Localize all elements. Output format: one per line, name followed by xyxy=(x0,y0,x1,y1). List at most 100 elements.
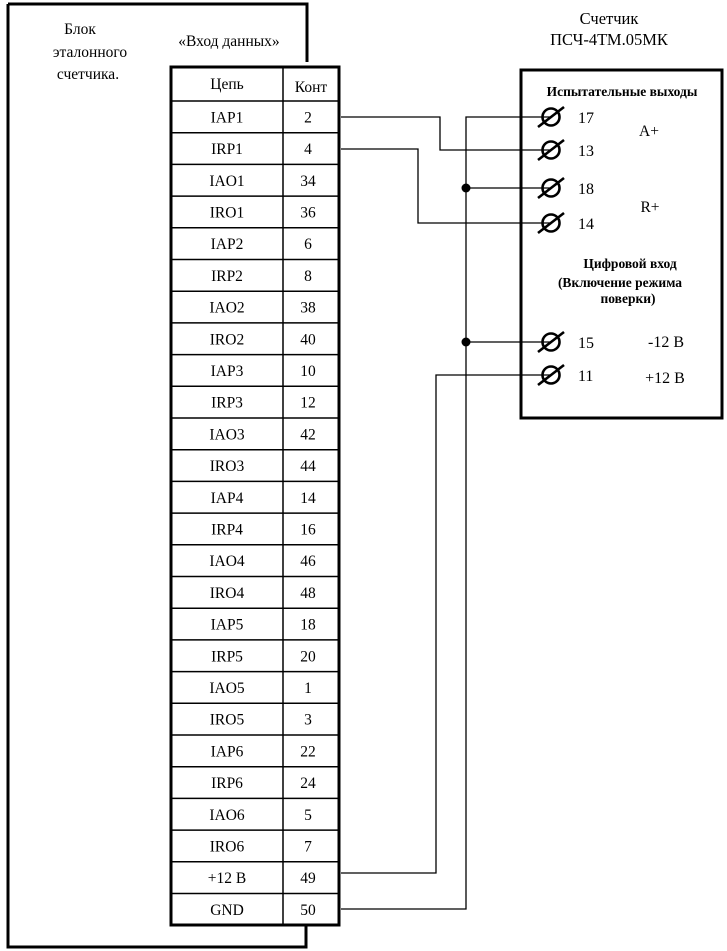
contact-cell: 20 xyxy=(300,648,316,665)
label-plus-12v: +12 В xyxy=(645,370,685,387)
circuit-cell: IRP5 xyxy=(211,648,243,665)
header-circuit: Цепь xyxy=(210,76,243,93)
table-row: IAP6 22 xyxy=(211,743,316,760)
table-row: IRO6 7 xyxy=(210,838,312,855)
terminal-number: 18 xyxy=(578,181,594,198)
label-r-plus: R+ xyxy=(640,199,659,216)
reference-title-line-2: эталонного xyxy=(53,44,127,61)
header-contact: Конт xyxy=(295,79,328,96)
terminal-number: 11 xyxy=(578,368,593,385)
circuit-cell: IAP3 xyxy=(211,363,244,380)
contact-cell: 34 xyxy=(300,173,316,190)
test-outputs-label: Испытательные выходы xyxy=(547,84,698,99)
table-row: IAP1 2 xyxy=(211,109,312,126)
contact-cell: 8 xyxy=(304,268,312,285)
contact-cell: 1 xyxy=(304,680,312,697)
wire-pin4-to-terminal14 xyxy=(341,148,551,224)
digital-input-line-1: Цифровой вход xyxy=(583,256,677,271)
contact-cell: 3 xyxy=(304,712,312,729)
contact-cell: 6 xyxy=(304,236,312,253)
terminal-number: 17 xyxy=(578,110,594,127)
wire-pin50-ground-bus xyxy=(341,116,551,910)
circuit-cell: IAP6 xyxy=(211,743,244,760)
terminal-number: 15 xyxy=(578,335,594,352)
table-row: IRO4 48 xyxy=(210,585,316,602)
circuit-cell: IRO6 xyxy=(210,838,245,855)
circuit-cell: IAO4 xyxy=(209,553,245,570)
contact-cell: 38 xyxy=(300,300,316,317)
contact-cell: 10 xyxy=(300,363,316,380)
table-row: IRP1 4 xyxy=(211,141,312,158)
table-row: IRP5 20 xyxy=(211,648,316,665)
contact-cell: 50 xyxy=(300,902,316,919)
label-minus-12v: -12 В xyxy=(648,334,684,351)
circuit-cell: IAP5 xyxy=(211,617,244,634)
circuit-cell: IRO5 xyxy=(210,712,245,729)
reference-title-line-3: счетчика. xyxy=(57,66,119,83)
reference-title-line-1: Блок xyxy=(64,21,96,38)
meter-title: Счетчик ПСЧ-4ТМ.05МК xyxy=(550,9,669,49)
contact-cell: 24 xyxy=(300,775,316,792)
contact-cell: 18 xyxy=(300,617,316,634)
contact-cell: 22 xyxy=(300,743,316,760)
circuit-cell: IRP4 xyxy=(211,521,243,538)
circuit-cell: IAP1 xyxy=(211,109,244,126)
circuit-cell: IAO5 xyxy=(209,680,245,697)
table-row: IAO2 38 xyxy=(209,300,316,317)
junction-dot-15 xyxy=(461,337,471,347)
contact-cell: 14 xyxy=(300,490,316,507)
contact-cell: 44 xyxy=(300,458,316,475)
contact-cell: 42 xyxy=(300,426,316,443)
reference-block-outline xyxy=(6,2,309,949)
contact-cell: 2 xyxy=(304,109,312,126)
contact-cell: 7 xyxy=(304,838,312,855)
table-row: IAP3 10 xyxy=(211,363,316,380)
contact-cell: 5 xyxy=(304,807,312,824)
table-row: IRO1 36 xyxy=(210,204,316,221)
digital-input-label: Цифровой вход (Включение режима поверки) xyxy=(558,256,682,306)
junction-dot-18 xyxy=(461,183,471,193)
circuit-cell: IRO1 xyxy=(210,204,244,221)
terminal-number: 14 xyxy=(578,216,594,233)
circuit-cell: IAO1 xyxy=(209,173,244,190)
contact-cell: 16 xyxy=(300,521,316,538)
table-row: IAP5 18 xyxy=(211,617,316,634)
table-row: IRP4 16 xyxy=(211,521,316,538)
meter-title-line-2: ПСЧ-4ТМ.05МК xyxy=(550,30,669,49)
circuit-cell: IAP4 xyxy=(211,490,244,507)
table-row: IAO1 34 xyxy=(209,173,316,190)
meter-box xyxy=(519,68,724,420)
contact-cell: 40 xyxy=(300,331,316,348)
label-a-plus: A+ xyxy=(639,123,659,140)
circuit-cell: IAO2 xyxy=(209,300,244,317)
table-row: IAP4 14 xyxy=(211,490,316,507)
table-row: IRO5 3 xyxy=(210,712,312,729)
connector-label: «Вход данных» xyxy=(178,33,279,50)
contact-cell: 36 xyxy=(300,204,316,221)
circuit-cell: IRP2 xyxy=(211,268,243,285)
table-row: IAO5 1 xyxy=(209,680,312,697)
contact-cell: 48 xyxy=(300,585,316,602)
wires xyxy=(341,116,551,910)
contact-cell: 49 xyxy=(300,870,316,887)
terminal-number: 13 xyxy=(578,143,594,160)
meter-title-line-1: Счетчик xyxy=(580,9,640,28)
circuit-cell: IRO4 xyxy=(210,585,245,602)
digital-input-line-2: (Включение режима xyxy=(558,275,682,290)
contact-cell: 4 xyxy=(304,141,312,158)
circuit-cell: IRP3 xyxy=(211,395,243,412)
contact-cell: 12 xyxy=(300,395,316,412)
connector-table-border xyxy=(169,65,341,927)
wire-pin49-to-terminal11 xyxy=(341,374,551,874)
wire-pin2-to-terminal13 xyxy=(341,116,551,151)
circuit-cell: IRP1 xyxy=(211,141,243,158)
